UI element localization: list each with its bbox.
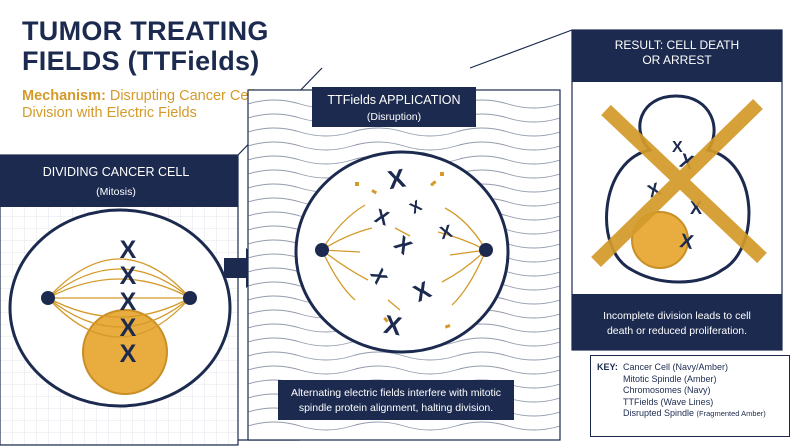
dividing-cell-panel: XXX XX	[0, 154, 239, 446]
key-item: Cancer Cell (Navy/Amber)	[623, 362, 729, 372]
svg-text:X: X	[120, 288, 137, 316]
cross-icon	[591, 98, 767, 268]
result-panel-title-line-2: OR ARREST	[642, 53, 712, 67]
key-item: Disrupted Spindle	[623, 408, 697, 418]
subtitle-bold: Mechanism:	[22, 88, 106, 104]
result-caption-line-2: death or reduced proliferation.	[607, 325, 747, 337]
subtitle-text: Disrupting Cancer Cell Division with Ele…	[22, 88, 255, 121]
page-title: TUMOR TREATING FIELDS (TTFields)	[22, 16, 322, 76]
page-subtitle: Mechanism: Disrupting Cancer Cell Divisi…	[22, 88, 272, 122]
key-row-3: Chromosomes (Navy)	[597, 385, 783, 397]
svg-text:X: X	[438, 221, 455, 243]
result-panel: X X X X X	[571, 29, 783, 351]
title-line-1: TUMOR TREATING	[22, 16, 269, 46]
key-item: Chromosomes (Navy)	[623, 385, 711, 395]
key-row-2: Mitotic Spindle (Amber)	[597, 374, 783, 386]
application-caption-line-1: Alternating electric fields interfere wi…	[291, 387, 501, 399]
svg-text:X: X	[120, 340, 137, 368]
svg-text:X: X	[382, 309, 405, 342]
mitotic-spindle	[47, 258, 191, 338]
spindle-fragments	[355, 172, 451, 329]
svg-text:X: X	[120, 236, 137, 264]
aligned-chromosomes: XXX XX	[120, 236, 137, 368]
key-label: KEY:	[597, 362, 618, 372]
key-item-note: (Fragmented Amber)	[696, 409, 766, 418]
dividing-panel-subtitle: (Mitosis)	[96, 186, 136, 198]
key-row-5: Disrupted Spindle (Fragmented Amber)	[597, 408, 783, 420]
result-panel-title-line-1: RESULT: CELL DEATH	[615, 38, 739, 52]
svg-text:X: X	[678, 230, 696, 254]
result-caption-line-1: Incomplete division leads to cell	[603, 310, 751, 322]
ttfields-application-panel: X X X X X X X X	[247, 87, 561, 441]
svg-text:X: X	[385, 163, 408, 196]
dividing-panel-title: DIVIDING CANCER CELL	[43, 165, 190, 179]
svg-text:X: X	[120, 262, 137, 290]
application-panel-subtitle: (Disruption)	[367, 111, 421, 123]
key-row-4: TTFields (Wave Lines)	[597, 397, 783, 409]
key-item: Mitotic Spindle (Amber)	[623, 373, 717, 384]
title-line-2: FIELDS (TTFields)	[22, 46, 260, 76]
key-row-1: KEY: Cancer Cell (Navy/Amber)	[597, 362, 783, 374]
application-panel-title: TTFields APPLICATION	[327, 93, 460, 107]
legend-key: KEY: Cancer Cell (Navy/Amber) Mitotic Spi…	[590, 355, 790, 437]
application-caption-line-2: spindle protein alignment, halting divis…	[299, 402, 493, 414]
key-item: TTFields (Wave Lines)	[623, 396, 714, 407]
svg-text:X: X	[120, 314, 137, 342]
svg-text:X: X	[672, 139, 683, 156]
